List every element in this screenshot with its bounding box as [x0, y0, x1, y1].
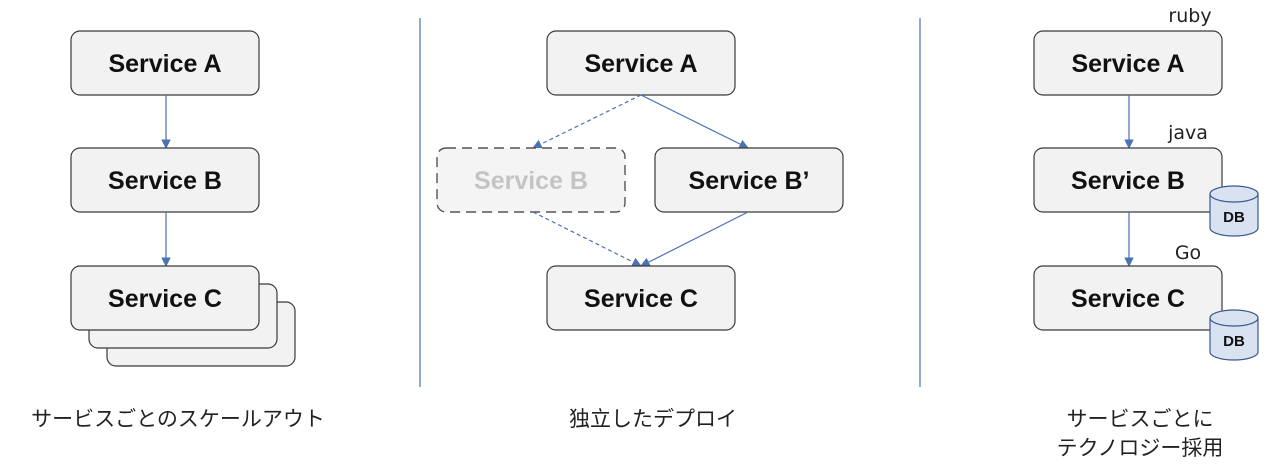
panel-deploy: Service A Service B Service B’ Service C…: [436, 30, 844, 431]
deploy-service-b-new-box: Service B’: [654, 147, 844, 213]
service-b-box: Service B: [70, 147, 260, 213]
database-icon-c: DB: [1209, 309, 1259, 361]
caption-deploy: 独立したデプロイ: [569, 407, 737, 431]
deploy-service-a-label: Service A: [584, 50, 697, 78]
db-label-c: DB: [1223, 333, 1245, 350]
deploy-service-a-box: Service A: [546, 30, 736, 96]
tech-service-b-box: Service B: [1033, 147, 1223, 213]
deploy-service-c-box: Service C: [546, 265, 736, 331]
panel-technology: ruby Service A java Service B DB Go Serv…: [1033, 5, 1259, 460]
caption-technology-line2: テクノロジー採用: [1057, 436, 1224, 460]
panel-scaleout: Service A Service B Service C サービスごとのスケー…: [31, 30, 325, 431]
deploy-service-c-label: Service C: [584, 285, 698, 313]
arrow-old-b-to-c: [532, 211, 642, 267]
tech-service-c-label: Service C: [1071, 285, 1185, 313]
tech-service-a-box: Service A: [1033, 30, 1223, 96]
db-label-b: DB: [1223, 209, 1245, 226]
arrow-new-b-to-c: [640, 211, 749, 267]
tech-label-go: Go: [1175, 242, 1201, 264]
tech-service-a-label: Service A: [1071, 50, 1184, 78]
deploy-service-b-old-label: Service B: [474, 167, 588, 195]
database-icon-b: DB: [1209, 185, 1259, 237]
arrow-a-to-new-b: [640, 94, 749, 149]
tech-service-c-box: Service C: [1033, 265, 1223, 331]
tech-label-java: java: [1167, 122, 1208, 144]
tech-service-b-label: Service B: [1071, 167, 1185, 195]
service-c-replica-1: [70, 265, 260, 331]
service-a-box: Service A: [70, 30, 260, 96]
caption-technology-line1: サービスごとに: [1067, 407, 1214, 431]
service-b-label: Service B: [108, 167, 222, 195]
service-a-label: Service A: [108, 50, 221, 78]
deploy-service-b-old-box: Service B: [436, 147, 626, 213]
service-c-label: Service C: [108, 285, 222, 313]
service-c-stack: Service C: [70, 265, 296, 367]
tech-label-ruby: ruby: [1168, 5, 1211, 27]
arrow-a-to-old-b: [532, 94, 642, 149]
deploy-service-b-new-label: Service B’: [689, 167, 810, 195]
caption-scaleout: サービスごとのスケールアウト: [31, 407, 325, 431]
